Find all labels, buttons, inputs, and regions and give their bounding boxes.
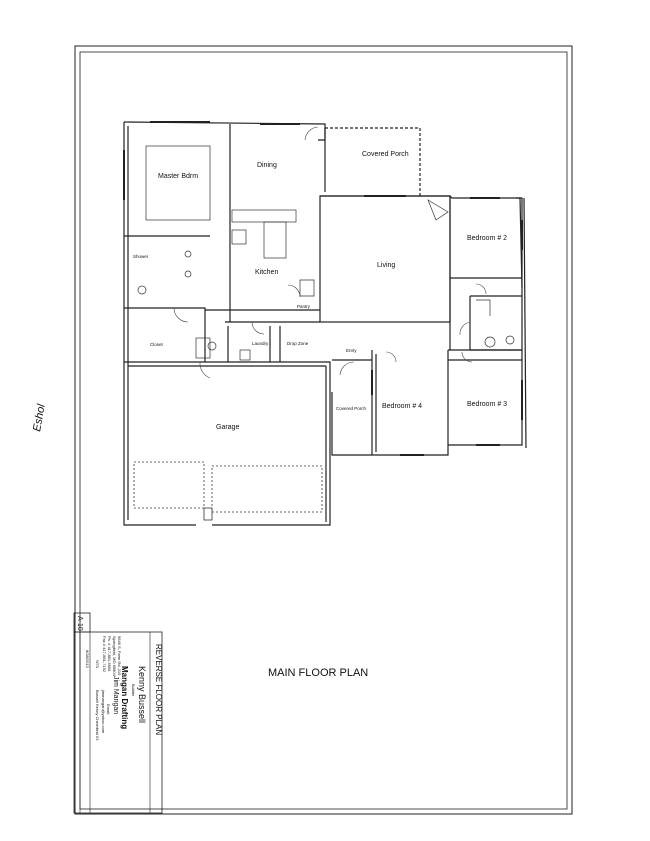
- title-block-company: Mangan Drafting: [120, 666, 129, 729]
- room-label-bedroom-4: Bedroom # 4: [382, 403, 422, 410]
- room-label-living: Living: [377, 262, 395, 269]
- title-block: REVERSE FLOOR PLAN Kenny Bussell Builder…: [73, 612, 163, 814]
- title-block-address1: 5646 S. Farm Rd. 215: [117, 636, 122, 676]
- room-labels: Master Bdrm Dining Covered Porch Bedroom…: [133, 151, 507, 431]
- room-label-covered-porch-small: Covered Porch: [336, 406, 367, 411]
- room-label-closet: Closet: [150, 342, 164, 347]
- fixtures: [137, 145, 515, 361]
- title-block-date: 8/28/2013: [85, 650, 90, 669]
- sheet-border: [74, 45, 573, 815]
- title-block-client: Kenny Bussell: [137, 666, 147, 723]
- title-block-plan-type: REVERSE FLOOR PLAN: [154, 644, 163, 735]
- door-swings: [173, 126, 487, 379]
- room-label-master-bedroom: Master Bdrm: [158, 173, 198, 180]
- garage-doors: [133, 461, 323, 521]
- room-label-bedroom-2: Bedroom # 2: [467, 235, 507, 242]
- room-label-garage: Garage: [216, 424, 239, 431]
- room-label-entry: Entry: [346, 348, 357, 353]
- title-block-file: Bussell Kenny Cherrtfield 03: [95, 690, 100, 741]
- title-block-scale: NTS: [95, 660, 100, 668]
- room-label-pantry: Pantry: [297, 304, 311, 309]
- room-label-bedroom-3: Bedroom # 3: [467, 401, 507, 408]
- title-block-phone: Ph. # 417-881-9956: [107, 636, 112, 672]
- windows: [123, 121, 523, 456]
- title-block-address2: Springfield, MO 65804: [112, 636, 117, 677]
- room-label-shower: Shower: [133, 254, 149, 259]
- room-label-covered-porch: Covered Porch: [362, 151, 409, 158]
- room-label-drop-zone: Drop Zone: [287, 341, 309, 346]
- title-block-fax: Fax # 417-881-7192: [102, 636, 107, 673]
- room-label-laundry: Laundry: [252, 341, 269, 346]
- title-block-email-label: Email:: [106, 704, 111, 715]
- room-label-dining: Dining: [257, 162, 277, 169]
- title-block-sheet-number: A-10: [76, 616, 83, 631]
- plan-title: MAIN FLOOR PLAN: [268, 667, 368, 679]
- handwritten-note: Eshol: [31, 403, 48, 433]
- title-block-person: Jim Mangan: [112, 676, 119, 714]
- title-block-client-role: Builder: [131, 684, 136, 697]
- room-label-kitchen: Kitchen: [255, 269, 278, 276]
- title-block-email: jimmangan@yahoo.com: [101, 689, 106, 734]
